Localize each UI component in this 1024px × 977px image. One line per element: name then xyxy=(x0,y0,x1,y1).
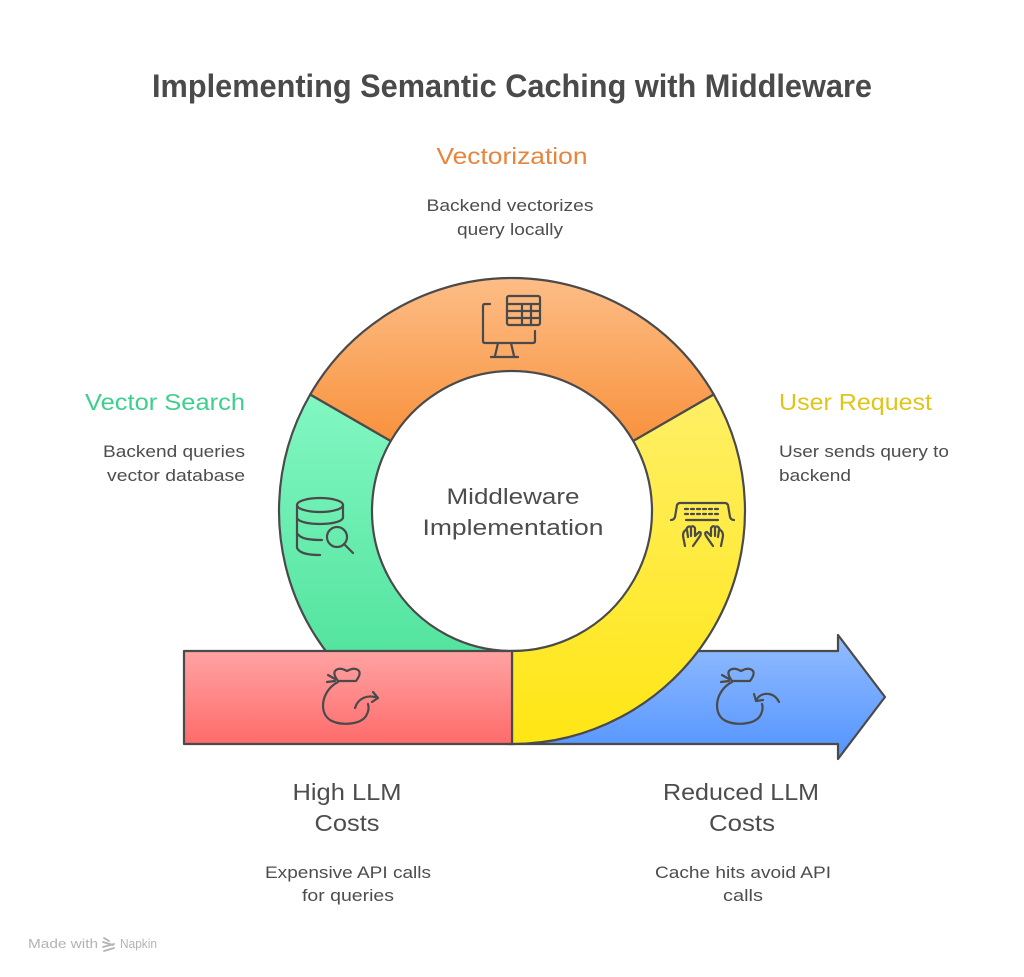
stage-desc-user-request-line1: User sends query to xyxy=(779,442,949,461)
center-label-line1: Middleware xyxy=(447,484,580,509)
outcome-title-high-costs-line1: High LLM xyxy=(293,779,402,805)
napkin-logo-icon xyxy=(102,937,115,952)
keyboard-hands-icon xyxy=(669,501,736,548)
outcome-desc-high-costs-line1: Expensive API calls xyxy=(265,863,431,882)
stage-desc-user-request-line2: backend xyxy=(779,466,851,485)
footer-made-with: Made with xyxy=(28,936,98,951)
page-title: Implementing Semantic Caching with Middl… xyxy=(152,68,872,104)
made-with-napkin-watermark: Made with Napkin xyxy=(28,936,157,952)
stage-title-vectorization: Vectorization xyxy=(437,143,588,169)
center-label-line2: Implementation xyxy=(423,515,604,540)
stage-title-user-request: User Request xyxy=(779,389,933,415)
money-bag-return-icon xyxy=(715,667,781,725)
stage-desc-vector-search-line1: Backend queries xyxy=(103,442,245,461)
ring-segment-vectorization xyxy=(309,276,715,443)
database-search-icon xyxy=(295,496,355,557)
high-costs-bar xyxy=(182,649,514,746)
money-bag-outflow-icon xyxy=(321,667,380,725)
stage-desc-vector-search-line2: vector database xyxy=(107,466,245,485)
outcome-title-reduced-costs-line1: Reduced LLM xyxy=(663,779,819,805)
ring-segment-user-request xyxy=(510,393,747,746)
monitor-table-icon xyxy=(481,294,542,359)
stage-desc-vectorization-line1: Backend vectorizes xyxy=(427,196,594,215)
footer-brand: Napkin xyxy=(120,936,157,951)
outcome-desc-reduced-costs-line2: calls xyxy=(723,886,763,905)
stage-desc-vectorization-line2: query locally xyxy=(457,220,564,239)
outcome-title-high-costs-line2: Costs xyxy=(315,810,380,836)
outcome-title-reduced-costs-line2: Costs xyxy=(709,810,775,836)
outcome-desc-reduced-costs-line1: Cache hits avoid API xyxy=(655,863,831,882)
outcome-desc-high-costs-line2: for queries xyxy=(302,886,394,905)
stage-title-vector-search: Vector Search xyxy=(85,389,245,415)
